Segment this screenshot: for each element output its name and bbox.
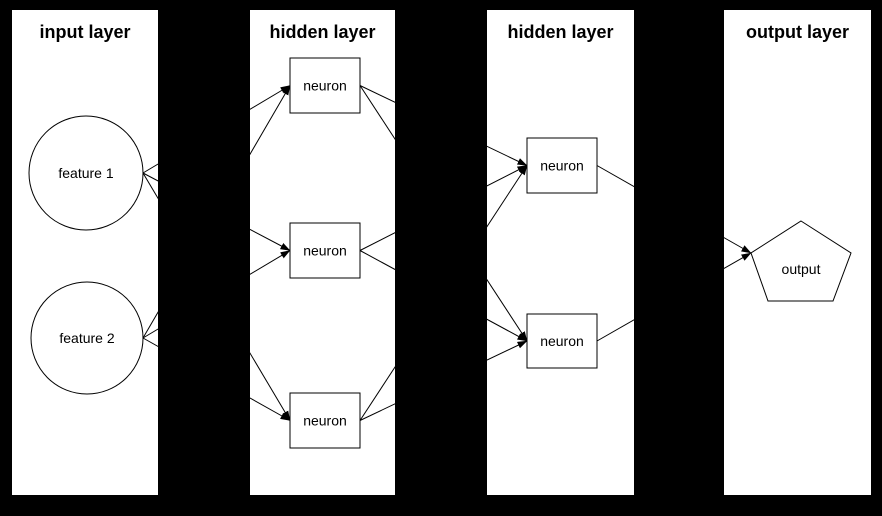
node-label-h1n2: neuron [303, 243, 347, 259]
node-h2n2 [526, 313, 598, 369]
edge-f2-h1n2 [142, 250, 291, 339]
node-label-out: output [782, 261, 821, 277]
node-label-f2: feature 2 [59, 330, 114, 346]
edge-h2n2-out [596, 252, 752, 342]
node-out [750, 220, 852, 302]
node-label-h1n1: neuron [303, 78, 347, 94]
edge-h1n2-h2n1 [359, 165, 528, 251]
edge-f1-h1n1 [142, 85, 291, 174]
title-output-layer: output layer [746, 22, 849, 42]
node-h1n1 [289, 57, 361, 114]
node-f1 [28, 115, 144, 231]
node-label-f1: feature 1 [58, 165, 113, 181]
node-f2 [30, 281, 144, 395]
node-h1n2 [289, 222, 361, 279]
edge-f1-h1n3 [142, 172, 291, 421]
title-hidden-layer-1: hidden layer [269, 22, 375, 42]
edge-h1n1-h2n1 [359, 85, 528, 166]
node-label-h2n1: neuron [540, 158, 584, 174]
node-h2n1 [526, 137, 598, 194]
title-hidden-layer-2: hidden layer [507, 22, 613, 42]
title-input-layer: input layer [39, 22, 130, 42]
edge-h1n3-h2n1 [359, 165, 528, 421]
panel-input-layer [12, 10, 158, 495]
node-label-h1n3: neuron [303, 413, 347, 429]
edge-h1n3-h2n2 [359, 340, 528, 421]
edge-f2-h1n1 [142, 85, 291, 339]
edge-h2n1-out [596, 165, 752, 254]
edge-h1n1-h2n2 [359, 85, 528, 342]
edge-h1n2-h2n2 [359, 250, 528, 342]
node-h1n3 [289, 392, 361, 449]
edge-f2-h1n3 [142, 337, 291, 421]
panel-hidden-layer-2 [487, 10, 634, 495]
node-label-h2n2: neuron [540, 333, 584, 349]
